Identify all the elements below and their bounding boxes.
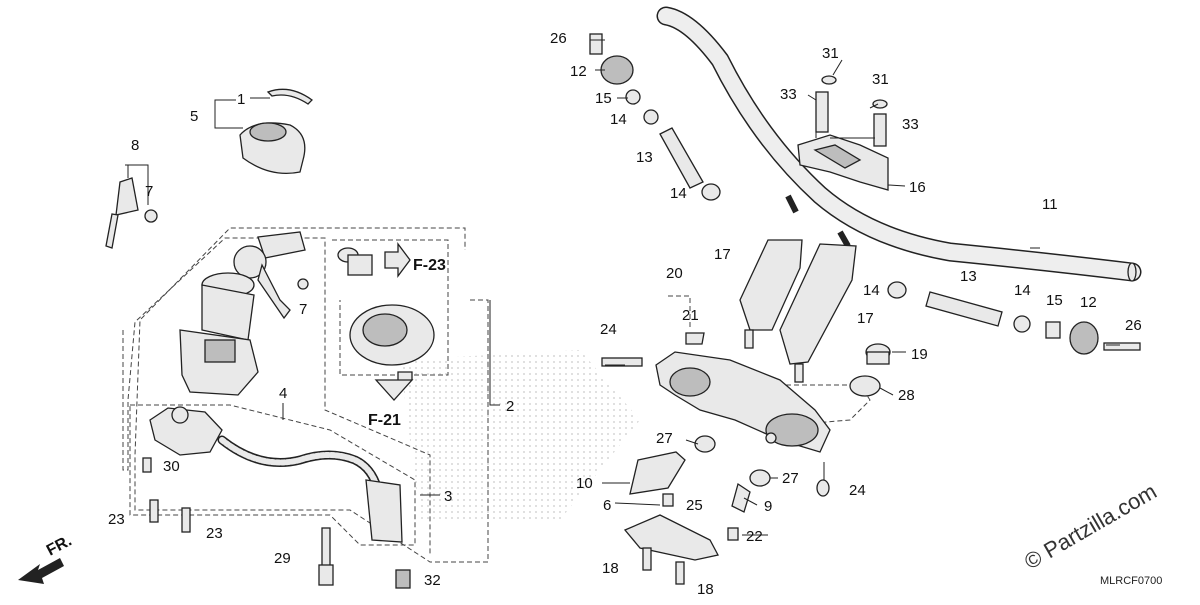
label-13a: 13 (636, 149, 653, 166)
label-19: 19 (911, 346, 928, 363)
label-25: 25 (686, 497, 703, 514)
label-14d: 14 (1014, 282, 1031, 299)
part-29-probe (318, 527, 334, 586)
diagram-code: MLRCF0700 (1100, 575, 1162, 587)
label-23b: 23 (206, 525, 223, 542)
label-29: 29 (274, 550, 291, 567)
part-5-cover (239, 122, 306, 175)
part-7-grommet (144, 209, 309, 290)
label-21: 21 (682, 307, 699, 324)
part-f23-lock (337, 247, 435, 366)
label-8: 8 (131, 137, 139, 154)
label-27b: 27 (782, 470, 799, 487)
label-15a: 15 (595, 90, 612, 107)
group-outline-2-inner (122, 237, 431, 555)
callout-labels: 1 5 8 7 7 4 3 2 30 23 23 29 32 26 12 15 … (108, 30, 1142, 598)
label-7b: 7 (299, 301, 307, 318)
label-2: 2 (506, 398, 514, 415)
label-6: 6 (603, 497, 611, 514)
part-2-ignition-switch (179, 231, 306, 396)
label-14a: 14 (610, 111, 627, 128)
part-lower-brackets (623, 435, 830, 585)
arrow-f23 (384, 242, 411, 278)
label-7a: 7 (145, 183, 153, 200)
part-1-clip (266, 88, 313, 105)
label-17b: 17 (857, 310, 874, 327)
label-30: 30 (163, 458, 180, 475)
leader-lines (125, 39, 1120, 536)
part-bar-end-top (589, 33, 721, 201)
label-33b: 33 (902, 116, 919, 133)
part-11-handlebar (656, 6, 1142, 282)
part-33-bolts (815, 75, 888, 147)
label-23a: 23 (108, 511, 125, 528)
label-31a: 31 (822, 45, 839, 62)
label-14b: 14 (670, 185, 687, 202)
label-33a: 33 (780, 86, 797, 103)
label-13b: 13 (960, 268, 977, 285)
part-32-clip (395, 569, 411, 589)
label-1: 1 (237, 91, 245, 108)
part-19-28-bushings (849, 343, 891, 397)
label-10: 10 (576, 475, 593, 492)
ref-f21: F-21 (368, 412, 401, 429)
ref-f23: F-23 (413, 257, 446, 274)
label-9: 9 (764, 498, 772, 515)
part-20-top-bridge (601, 332, 831, 453)
label-24b: 24 (849, 482, 866, 499)
label-16: 16 (909, 179, 926, 196)
watermark: © Partzilla.com (1020, 479, 1161, 575)
label-12a: 12 (570, 63, 587, 80)
label-27a: 27 (656, 430, 673, 447)
label-26b: 26 (1125, 317, 1142, 334)
part-17-risers (739, 239, 857, 383)
label-18b: 18 (697, 581, 714, 598)
part-3-connector (365, 479, 403, 543)
part-16-upper-holder (797, 134, 889, 191)
label-24a: 24 (600, 321, 617, 338)
label-26a: 26 (550, 30, 567, 47)
group-outline-20 (668, 295, 691, 330)
label-32: 32 (424, 572, 441, 589)
part-bolts-left (142, 457, 191, 533)
label-3: 3 (444, 488, 452, 505)
front-arrow: FR. (18, 532, 75, 584)
label-18a: 18 (602, 560, 619, 577)
part-8-key (105, 177, 139, 249)
front-marker: FR. (44, 532, 75, 559)
shaded-hint-area (400, 350, 640, 520)
label-20: 20 (666, 265, 683, 282)
label-22: 22 (746, 528, 763, 545)
label-5: 5 (190, 108, 198, 125)
label-4: 4 (279, 385, 287, 402)
part-4-harness (149, 406, 383, 495)
group-outline-bracket (770, 384, 871, 426)
part-bar-end-right (887, 281, 1141, 355)
label-15b: 15 (1046, 292, 1063, 309)
label-11: 11 (1042, 196, 1058, 213)
label-14c: 14 (863, 282, 880, 299)
label-31b: 31 (872, 71, 889, 88)
label-17a: 17 (714, 246, 731, 263)
label-28: 28 (898, 387, 915, 404)
label-12b: 12 (1080, 294, 1097, 311)
arrow-f21 (374, 371, 414, 401)
